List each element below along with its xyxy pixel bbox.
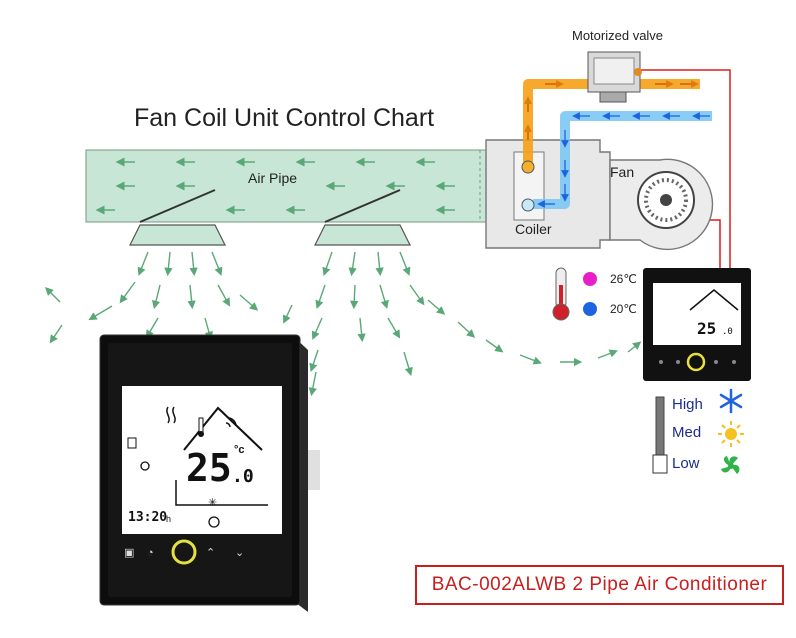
snowflake-icon xyxy=(719,388,743,414)
motorized-valve-label: Motorized valve xyxy=(572,28,664,43)
fan-speed-low-label: Low xyxy=(672,455,700,472)
diagram-title: Fan Coil Unit Control Chart xyxy=(134,104,435,132)
svg-text:✳: ✳ xyxy=(208,497,217,509)
hot-temp-dot-icon xyxy=(583,272,597,286)
hot-water-pipe xyxy=(521,79,700,174)
fan-housing xyxy=(609,158,714,251)
svg-text:▣: ▣ xyxy=(124,547,134,559)
thermostat-time-suffix: h xyxy=(166,514,172,524)
coiler-housing xyxy=(485,139,611,249)
thermometer-icon xyxy=(552,267,570,321)
diffuser-right xyxy=(314,189,411,246)
thermostat-unit: °c xyxy=(234,444,245,456)
svg-text:◔: ◔ xyxy=(147,547,154,559)
model-caption-text: BAC-002ALWB 2 Pipe Air Conditioner xyxy=(431,574,768,595)
sun-icon xyxy=(718,421,744,447)
fan-speed-med-label: Med xyxy=(672,424,702,441)
large-thermostat: ✳ ▣ ◔ ⌃ ⌄ xyxy=(99,334,320,612)
fan-icon xyxy=(721,456,740,474)
cold-water-pipe xyxy=(521,111,712,212)
motorized-valve-icon xyxy=(587,51,642,103)
model-caption: BAC-002ALWB 2 Pipe Air Conditioner xyxy=(415,565,784,605)
coiler-label: Coiler xyxy=(515,221,552,237)
fan-label: Fan xyxy=(610,164,635,180)
thermostat-time: 13:20 xyxy=(128,510,168,525)
svg-text:⌄: ⌄ xyxy=(235,547,244,559)
thermostat-temperature: 25 xyxy=(186,446,232,490)
high-temp-label: 26℃ xyxy=(610,272,637,286)
cold-temp-dot-icon xyxy=(583,302,597,316)
svg-text:25: 25 xyxy=(697,319,716,338)
fan-speed-high-label: High xyxy=(672,396,703,413)
diffuser-left xyxy=(129,189,226,246)
low-temp-label: 20℃ xyxy=(610,302,637,316)
fan-speed-slider xyxy=(652,396,668,474)
air-pipe xyxy=(85,149,487,223)
air-flow-arrows xyxy=(95,157,455,215)
thermostat-temperature-decimal: .0 xyxy=(232,466,254,487)
svg-text:⌃: ⌃ xyxy=(206,547,215,559)
svg-text:.0: .0 xyxy=(722,327,733,337)
air-outflow-arrows xyxy=(45,251,642,397)
air-pipe-label: Air Pipe xyxy=(248,170,298,186)
small-thermostat: 25 .0 xyxy=(643,268,751,381)
